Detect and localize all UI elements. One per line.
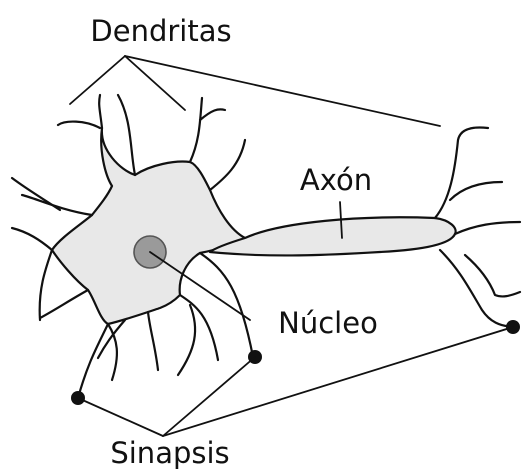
dendrite-left-mid bbox=[12, 228, 52, 250]
dendrite-left-lower bbox=[40, 250, 52, 320]
dendrite-upper-right bbox=[210, 140, 245, 190]
leader-dendritas-1 bbox=[70, 56, 125, 104]
terminal-lower-branch bbox=[465, 255, 520, 296]
leader-sinapsis-3 bbox=[163, 327, 513, 436]
label-dendritas: Dendritas bbox=[90, 14, 231, 48]
dendrite-left-upper-branch bbox=[12, 178, 60, 210]
leader-sinapsis-1 bbox=[78, 398, 163, 436]
dendrite-top-left-branch bbox=[58, 122, 100, 128]
dendrite-bottom-center-branch bbox=[98, 320, 125, 358]
dendrite-top-center bbox=[118, 95, 135, 175]
leader-sinapsis-2 bbox=[163, 357, 255, 436]
terminal-lower bbox=[440, 250, 513, 327]
dendrite-left-lower-branch bbox=[40, 290, 88, 318]
dendrite-bottom-right bbox=[180, 295, 218, 360]
terminal-upper bbox=[435, 128, 488, 219]
dendrite-bottom-center bbox=[148, 312, 158, 370]
label-nucleo: Núcleo bbox=[278, 306, 378, 340]
terminal-upper-branch bbox=[450, 182, 502, 200]
label-axon: Axón bbox=[300, 163, 372, 197]
dendrite-bottom-left bbox=[78, 324, 108, 398]
axon bbox=[210, 217, 456, 255]
dendrite-left-upper bbox=[22, 195, 92, 215]
dendrite-bottom-right-branch bbox=[178, 305, 195, 375]
dendrite-top-right-branch bbox=[200, 109, 225, 120]
dendrite-top-left bbox=[99, 95, 102, 128]
label-sinapsis: Sinapsis bbox=[110, 436, 229, 469]
leader-dendritas-3 bbox=[125, 56, 440, 126]
terminal-right bbox=[455, 222, 520, 234]
leader-dendritas-2 bbox=[125, 56, 185, 110]
dendrite-top-right bbox=[190, 98, 202, 162]
